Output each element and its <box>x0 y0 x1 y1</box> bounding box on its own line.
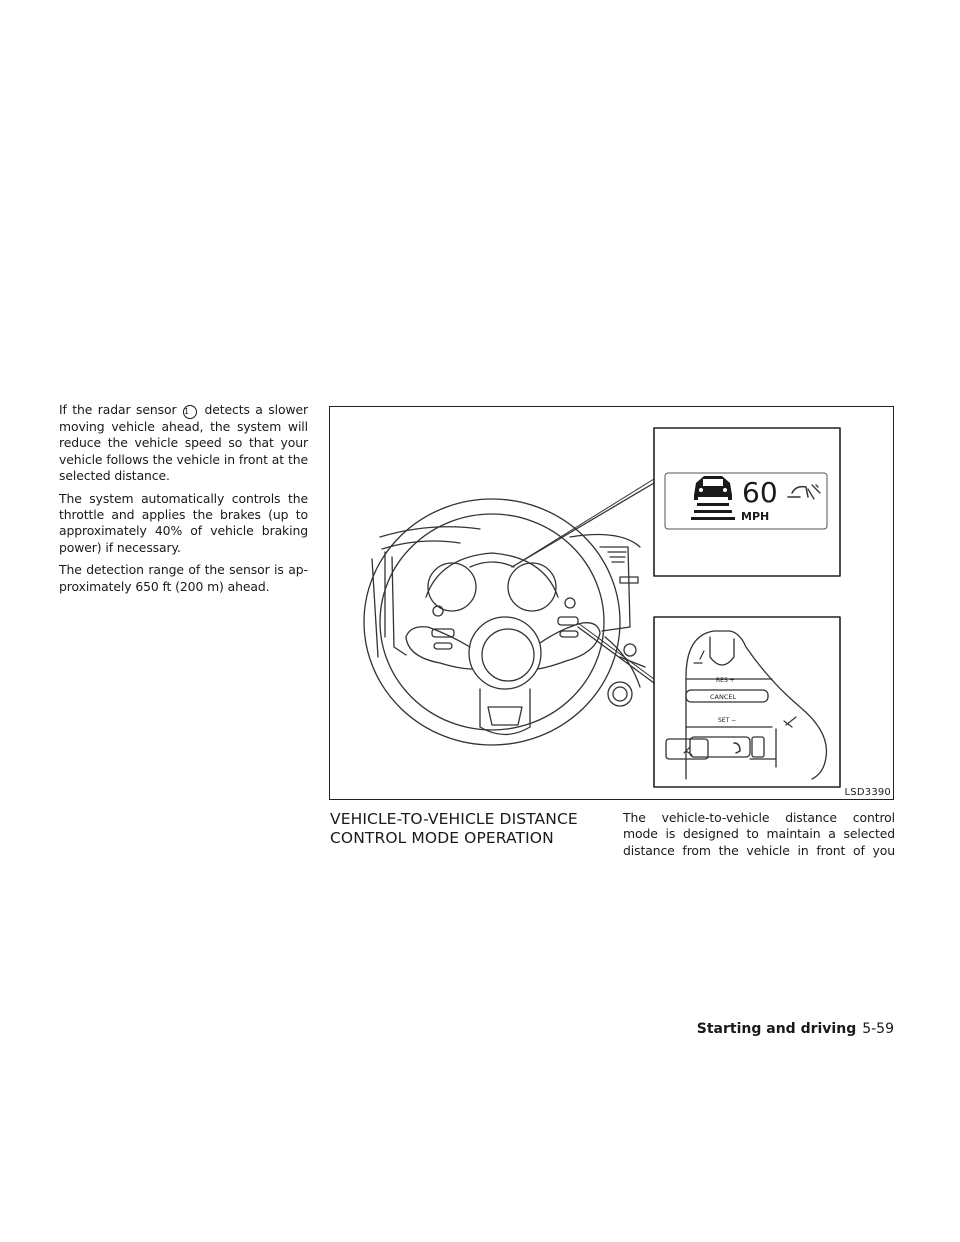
page-footer: Starting and driving 5-59 <box>697 1021 894 1037</box>
display-unit: MPH <box>741 510 770 523</box>
paragraph-detection-range: The detection range of the sensor is ap­… <box>59 562 308 594</box>
section-heading: VEHICLE-TO-VEHICLE DISTANCE CONTROL MODE… <box>330 810 578 847</box>
switch-res-label: RES + <box>716 677 735 684</box>
page-number: 5-59 <box>862 1021 894 1037</box>
switch-set-label: SET − <box>718 717 737 724</box>
footer-section-title: Starting and driving <box>696 1021 857 1037</box>
display-speed: 60 <box>742 476 778 509</box>
callout-marker: 1 <box>182 405 197 419</box>
cruise-control-illustration: 60 MPH RES + CANCEL SET − LSD3390 <box>329 406 894 800</box>
switch-cancel-label: CANCEL <box>710 693 737 701</box>
figure-code: LSD3390 <box>844 787 891 798</box>
paragraph-radar-sensor: If the radar sensor 1 detects a slower m… <box>59 402 309 484</box>
left-column: If the radar sensor 1 detects a slower m… <box>59 402 308 601</box>
section-body: The vehicle-to-vehicle distance control … <box>623 810 895 858</box>
steering-wheel-drawing <box>363 427 841 788</box>
paragraph-throttle: The system automatically controls the th… <box>59 490 308 555</box>
